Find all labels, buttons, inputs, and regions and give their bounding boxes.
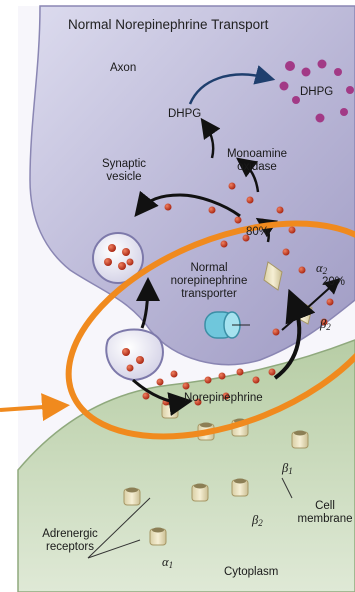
receptors-line: receptors bbox=[34, 541, 106, 554]
alpha2-subscript: 2 bbox=[323, 266, 328, 276]
beta1-label: β1 bbox=[282, 462, 293, 478]
cytoplasm-label: Cytoplasm bbox=[224, 566, 278, 579]
vesicle-line: vesicle bbox=[92, 171, 156, 184]
diagram-title: Normal Norepinephrine Transport bbox=[68, 18, 268, 31]
net-line-norepinephrine: norepinephrine bbox=[160, 275, 258, 288]
beta2-top-subscript: 2 bbox=[326, 322, 331, 332]
dhpg-label-right: DHPG bbox=[300, 86, 333, 99]
axon-label: Axon bbox=[110, 62, 136, 75]
monoamine-oxidase-label: Monoamine oxidase bbox=[224, 148, 290, 174]
beta2-bottom-subscript: 2 bbox=[258, 518, 263, 528]
beta2-bottom-label: β2 bbox=[252, 514, 263, 530]
beta2-top-label: β2 bbox=[320, 318, 331, 334]
adrenergic-receptors-label: Adrenergic receptors bbox=[34, 528, 106, 554]
percent-80-label: 80% bbox=[246, 226, 269, 239]
adrenergic-line: Adrenergic bbox=[34, 528, 106, 541]
cell-line: Cell bbox=[296, 500, 354, 513]
membrane-line: membrane bbox=[296, 513, 354, 526]
cell-membrane-label: Cell membrane bbox=[296, 500, 354, 526]
dhpg-label-left: DHPG bbox=[168, 108, 201, 121]
net-line-normal: Normal bbox=[160, 262, 258, 275]
synaptic-vesicle-label: Synaptic vesicle bbox=[92, 158, 156, 184]
alpha1-label: α1 bbox=[162, 556, 173, 572]
net-label: Normal norepinephrine transporter bbox=[160, 262, 258, 301]
synaptic-line: Synaptic bbox=[92, 158, 156, 171]
net-line-transporter: transporter bbox=[160, 288, 258, 301]
alpha1-subscript: 1 bbox=[169, 560, 174, 570]
fusing-vesicle bbox=[106, 330, 163, 381]
alpha2-label: α2 bbox=[316, 262, 327, 278]
beta1-subscript: 1 bbox=[288, 466, 293, 476]
norepinephrine-label: Norepinephrine bbox=[184, 392, 263, 405]
oxidase-line: oxidase bbox=[224, 161, 290, 174]
monoamine-line: Monoamine bbox=[224, 148, 290, 161]
